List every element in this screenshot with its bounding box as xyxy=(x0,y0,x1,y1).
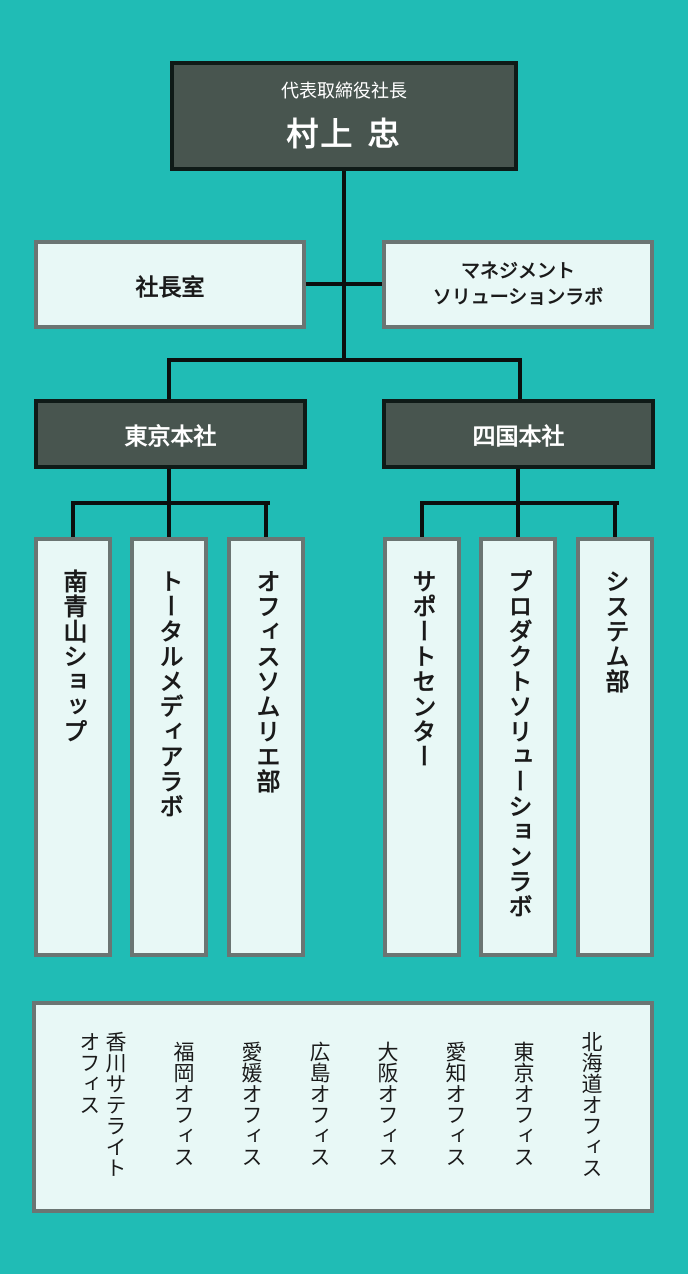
shikoku-unit-product-solution-lab: プロダクトソリューションラボ xyxy=(479,537,557,957)
tokyo-unit-total-media-lab: トータルメディアラボ xyxy=(130,537,208,957)
connector-tokyo-drop xyxy=(167,358,171,402)
shikoku-unit-label: システム部 xyxy=(601,569,629,694)
offices-box: 香川サテライト オフィス 福岡オフィス 愛媛オフィス 広島オフィス 大阪オフィス… xyxy=(32,1001,654,1213)
management-lab-label-line1: マネジメント xyxy=(460,259,575,282)
office-label: 東京オフィス xyxy=(511,1041,535,1167)
shikoku-unit-label: サポートセンター xyxy=(408,569,436,769)
tokyo-unit-minami-aoyama: 南青山ショップ xyxy=(34,537,112,957)
management-lab-label-line2: ソリューションラボ xyxy=(432,285,604,308)
shikoku-unit-label: プロダクトソリューションラボ xyxy=(504,569,532,919)
shikoku-hq-box: 四国本社 xyxy=(382,399,655,469)
shikoku-unit-support-center: サポートセンター xyxy=(383,537,461,957)
connector-tokyo-unit-1 xyxy=(71,501,75,539)
connector-shikoku-unit-2 xyxy=(516,501,520,539)
ceo-title: 代表取締役社長 xyxy=(281,81,407,102)
tokyo-unit-label: 南青山ショップ xyxy=(59,569,87,744)
shikoku-hq-label: 四国本社 xyxy=(472,424,565,450)
connector-shikoku-unit-1 xyxy=(420,501,424,539)
office-label: 広島オフィス xyxy=(307,1041,331,1167)
connector-shikoku-trunk xyxy=(516,466,520,504)
ceo-name: 村上 忠 xyxy=(286,115,402,153)
shikoku-unit-system: システム部 xyxy=(576,537,654,957)
connector-ceo-trunk xyxy=(342,168,346,360)
tokyo-unit-label: オフィスソムリエ部 xyxy=(252,569,280,794)
connector-tokyo-trunk xyxy=(167,466,171,504)
president-office-label: 社長室 xyxy=(135,274,205,301)
connector-tokyo-unit-2 xyxy=(167,501,171,539)
president-office-box: 社長室 xyxy=(34,240,306,329)
office-label: 愛知オフィス xyxy=(443,1041,467,1167)
connector-shikoku-unit-3 xyxy=(613,501,617,539)
ceo-box: 代表取締役社長 村上 忠 xyxy=(170,61,518,171)
office-label: 福岡オフィス xyxy=(171,1041,195,1167)
tokyo-unit-label: トータルメディアラボ xyxy=(155,569,183,819)
office-label: 愛媛オフィス xyxy=(239,1041,263,1167)
management-lab-box: マネジメント ソリューションラボ xyxy=(382,240,654,329)
connector-tokyo-unit-3 xyxy=(264,501,268,539)
office-label: 香川サテライト オフィス xyxy=(76,1031,127,1178)
connector-staff-horizontal xyxy=(304,282,384,286)
tokyo-hq-label: 東京本社 xyxy=(124,424,217,450)
tokyo-unit-office-sommelier: オフィスソムリエ部 xyxy=(227,537,305,957)
office-label: 大阪オフィス xyxy=(375,1041,399,1167)
tokyo-hq-box: 東京本社 xyxy=(34,399,307,469)
connector-hq-horizontal xyxy=(167,358,522,362)
office-label: 北海道オフィス xyxy=(579,1031,603,1178)
connector-shikoku-drop xyxy=(518,358,522,402)
